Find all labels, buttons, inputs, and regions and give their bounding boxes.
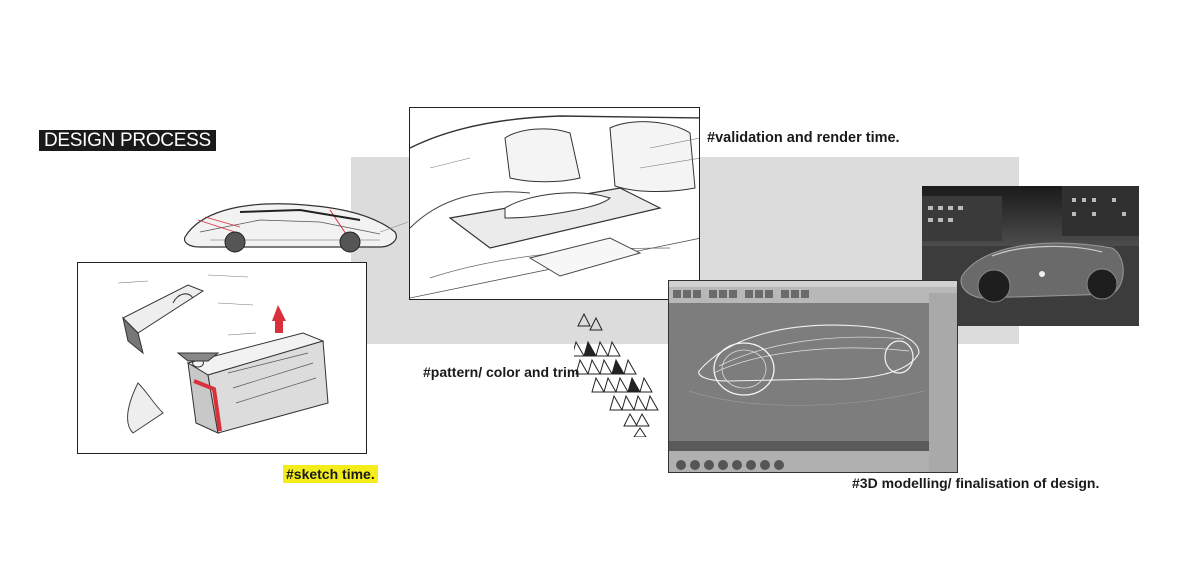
page-title: DESIGN PROCESS bbox=[39, 130, 216, 151]
3d-modelling-screenshot bbox=[668, 280, 958, 473]
caption-sketch: #sketch time. bbox=[283, 465, 378, 483]
pattern-triangles bbox=[574, 312, 664, 437]
caption-3d-modelling: #3D modelling/ finalisation of design. bbox=[852, 475, 1100, 491]
interior-sketch-frame bbox=[409, 107, 700, 300]
car-side-sketch bbox=[180, 192, 410, 262]
caption-pattern: #pattern/ color and trim bbox=[423, 364, 580, 380]
night-render-photo bbox=[922, 186, 1139, 326]
caption-validation: #validation and render time. bbox=[707, 130, 900, 146]
sketch-frame bbox=[77, 262, 367, 454]
